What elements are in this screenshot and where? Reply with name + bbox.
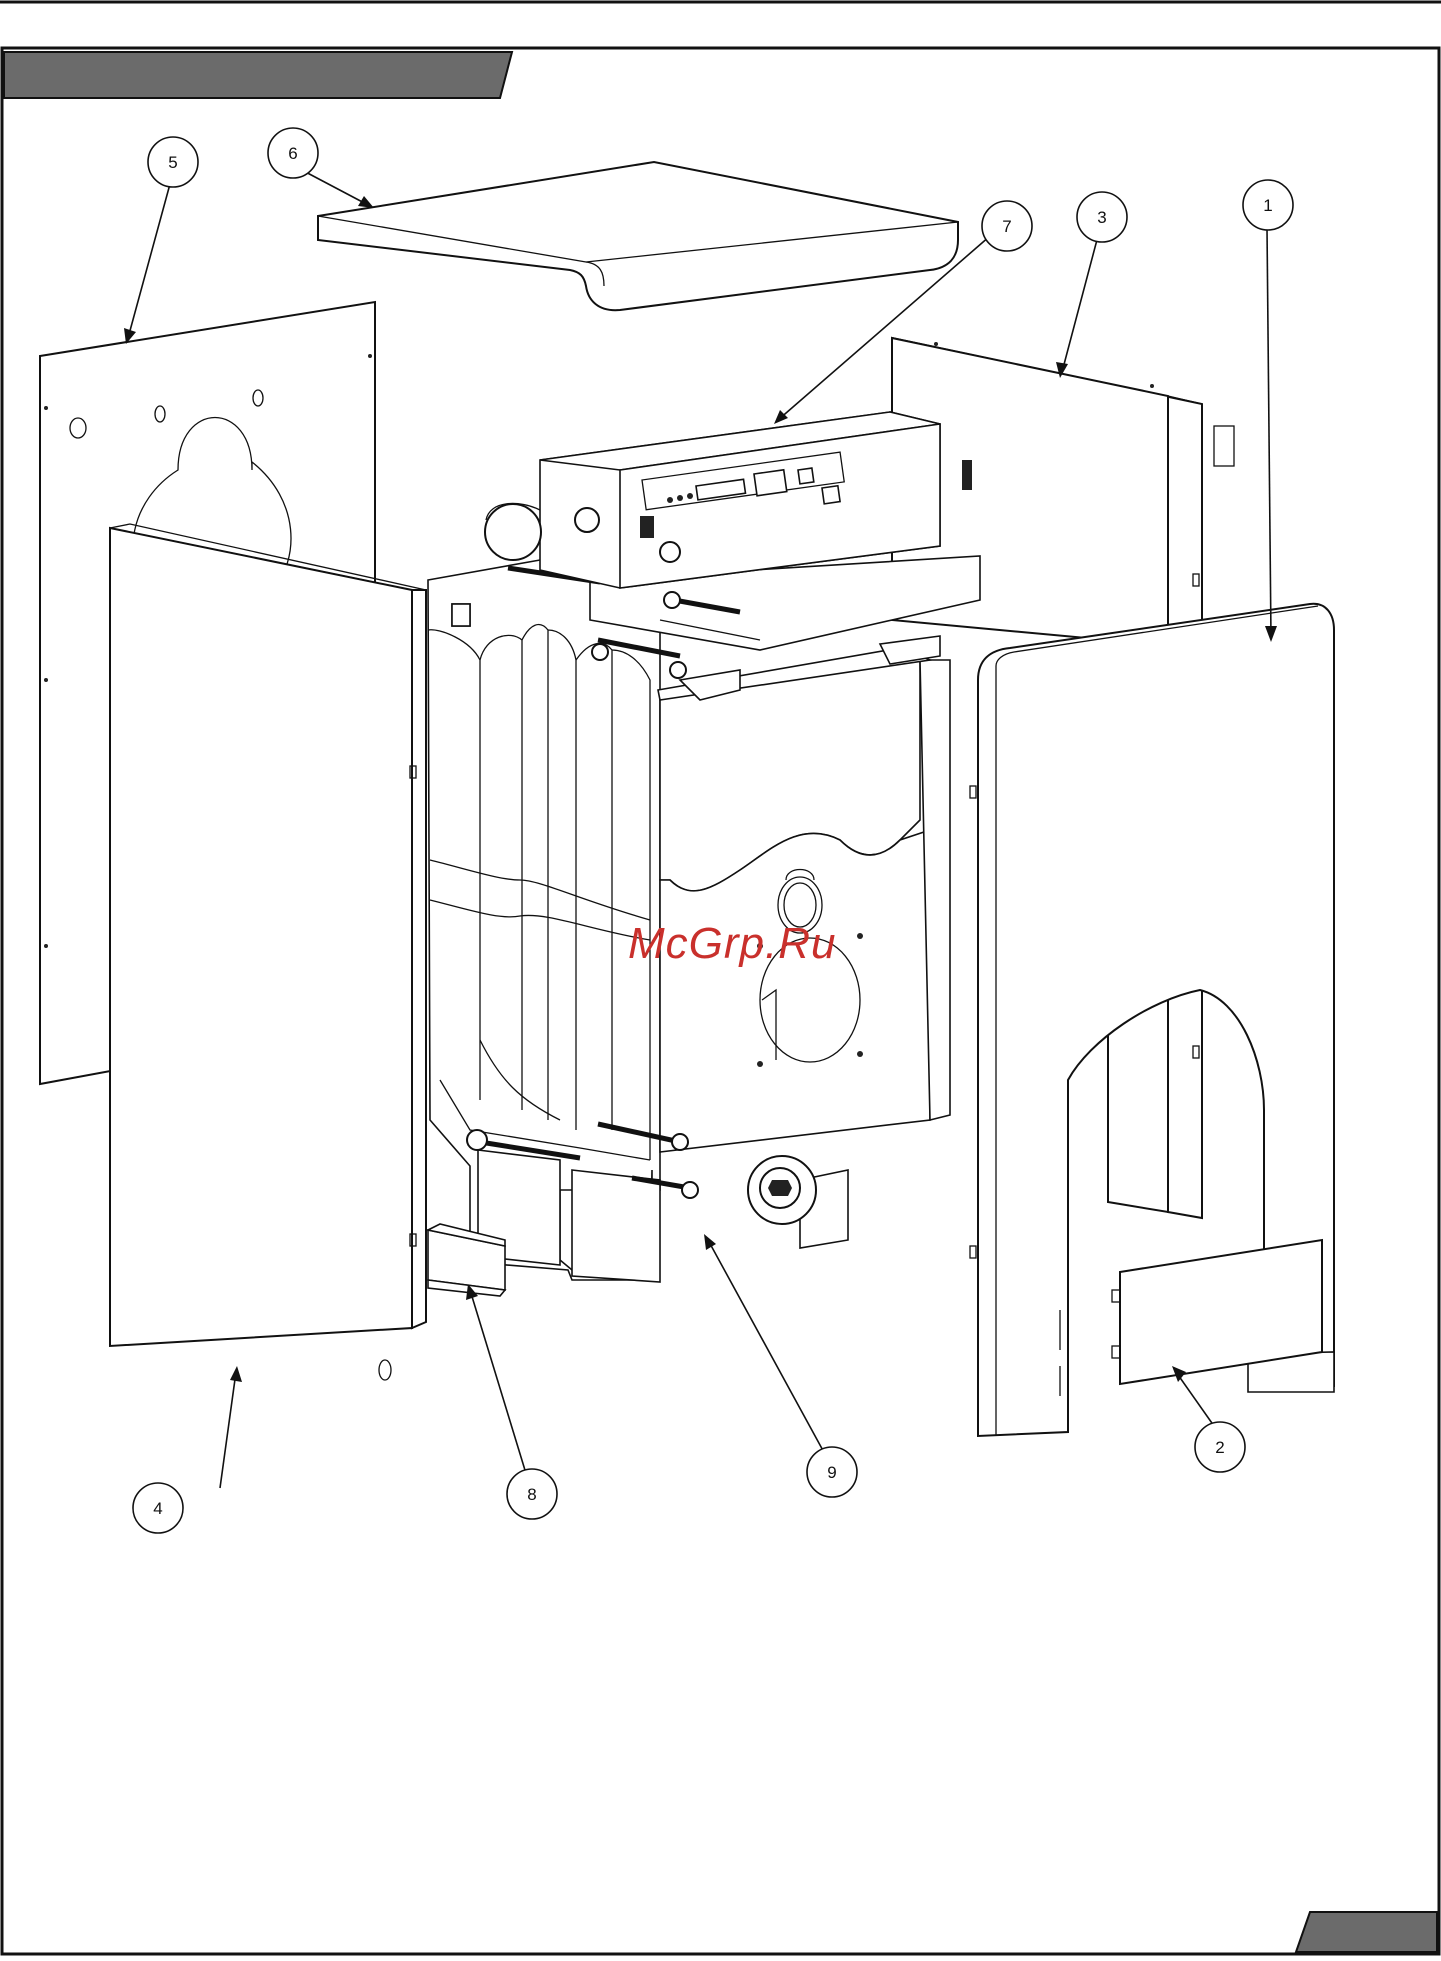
top-cover [318, 162, 958, 310]
callout-4-label: 4 [153, 1499, 162, 1518]
callout-3: 3 [1077, 192, 1127, 242]
callout-5: 5 [148, 137, 198, 187]
callout-9-label: 9 [827, 1463, 836, 1482]
footer-tab [1296, 1912, 1437, 1952]
callout-5-label: 5 [168, 153, 177, 172]
callout-2-label: 2 [1215, 1438, 1224, 1457]
callout-7: 7 [982, 201, 1032, 251]
left-side-panel [110, 524, 470, 1380]
callout-4: 4 [133, 1483, 183, 1533]
callout-6-label: 6 [288, 144, 297, 163]
callout-7-label: 7 [1002, 217, 1011, 236]
watermark-text: McGrp.Ru [628, 919, 836, 968]
header-tab [4, 52, 512, 98]
callout-3-label: 3 [1097, 208, 1106, 227]
callout-1: 1 [1243, 180, 1293, 230]
callout-9: 9 [807, 1447, 857, 1497]
callout-6: 6 [268, 128, 318, 178]
callout-1-label: 1 [1263, 196, 1272, 215]
callout-8: 8 [507, 1469, 557, 1519]
callout-8-label: 8 [527, 1485, 536, 1504]
callout-2: 2 [1195, 1422, 1245, 1472]
